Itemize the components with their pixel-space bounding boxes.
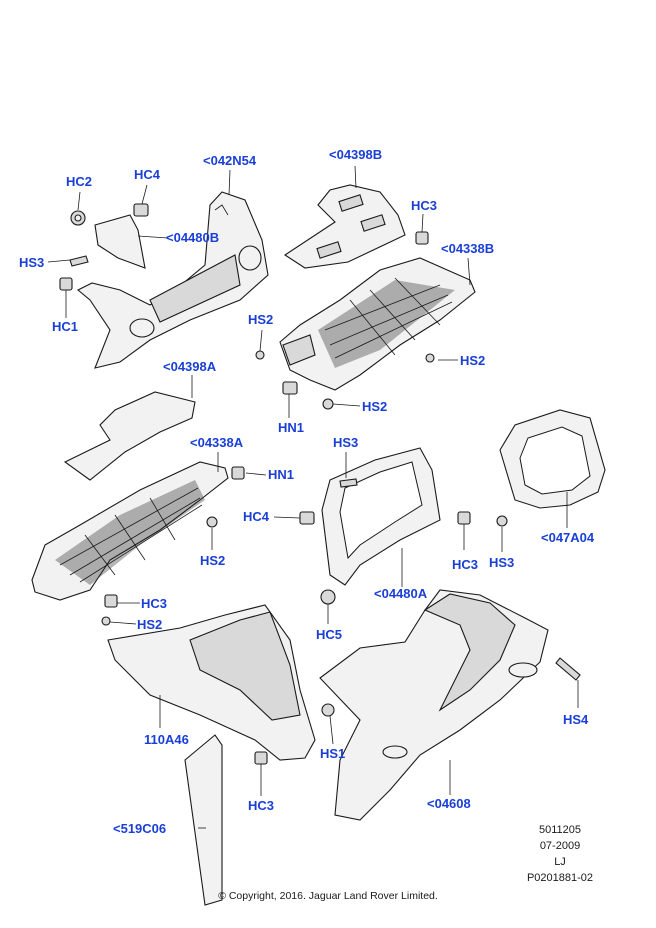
pad-04398B [283,184,406,269]
callout-04338B: <04338B [441,241,494,256]
fastener-hn1-b [231,466,245,480]
reference-block: 5011205 07-2009 LJ P0201881-02 [520,822,600,886]
callout-04480B: <04480B [166,230,219,245]
callout-hs2-a: HS2 [248,312,273,327]
callout-04398A: <04398A [163,359,217,374]
clip-hc1 [59,277,73,291]
callout-hc3-top: HC3 [411,198,437,213]
callout-hn1-a: HN1 [278,420,304,435]
callout-047A04: <047A04 [541,530,595,545]
fastener-hc3-bottom [254,751,268,765]
copyright-notice: © Copyright, 2016. Jaguar Land Rover Lim… [218,890,438,902]
callout-hs3-top: HS3 [19,255,44,270]
callout-hs2-d: HS2 [200,553,225,568]
callout-hs4: HS4 [563,712,589,727]
reference-id: P0201881-02 [526,872,594,884]
fastener-hc3-top [415,231,429,245]
callout-519C06: <519C06 [113,821,166,836]
callout-04338A: <04338A [190,435,244,450]
callout-04398B: <04398B [329,147,382,162]
fastener-hc3-mid-right [457,511,471,525]
callout-hs2-left: HS2 [137,617,162,632]
pad-04398A [63,391,196,481]
callout-hc4-top: HC4 [134,167,161,182]
glovebox-lid-04608 [319,589,549,821]
callout-labels: HC2 HC4 <042N54 <04398B HC3 <04338B <044… [19,147,595,836]
callout-04480A: <04480A [374,586,428,601]
fastener-hs3-mid [339,478,358,488]
callout-hc3-mid-right: HC3 [452,557,478,572]
screw-hs3-top [69,255,89,267]
reference-code: LJ [554,856,566,868]
callout-hc1: HC1 [52,319,78,334]
side-panel-110A46 [107,604,316,761]
fastener-hs2-b [425,353,435,363]
fastener-hs1 [321,703,335,717]
tray-04338A [31,461,229,601]
callout-hc2-top: HC2 [66,174,92,189]
fascia-panel-042N54 [77,191,269,369]
callout-hs1: HS1 [320,746,345,761]
reference-date: 07-2009 [539,840,581,852]
fastener-hc4-mid [299,511,315,525]
reference-number: 5011205 [538,824,581,836]
callout-hc3-left: HC3 [141,596,167,611]
fastener-hs2-d [206,516,218,528]
trim-piece-04480B [94,214,146,269]
callout-110A46: 110A46 [144,732,189,747]
callout-hs2-c: HS2 [362,399,387,414]
fastener-hs3-mid-right [496,515,508,527]
fastener-hs2-a [255,350,265,360]
callout-hc4-mid: HC4 [243,509,270,524]
callout-hn1-b: HN1 [268,467,294,482]
leader-lines [47,165,579,829]
surround-047A04 [499,409,606,509]
fastener-hs4 [555,657,581,681]
clip-hc4-top [133,203,149,217]
clip-hc2 [70,210,86,226]
callout-hc5: HC5 [316,627,342,642]
fastener-hs2-c [322,398,334,410]
callout-hs3-mid: HS3 [333,435,358,450]
pillar-trim-519C06 [184,734,223,906]
callout-hs3-mid-right: HS3 [489,555,514,570]
fastener-hc3-left [104,594,118,608]
callout-hs2-b: HS2 [460,353,485,368]
callout-042N54: <042N54 [203,153,257,168]
callout-04608: <04608 [427,796,471,811]
frame-04480A [321,447,441,586]
tray-04338B [279,257,476,391]
fastener-hs2-left [101,616,111,626]
fastener-hc5 [320,589,336,605]
callout-hc3-bottom: HC3 [248,798,274,813]
fastener-hn1-a [282,381,298,395]
